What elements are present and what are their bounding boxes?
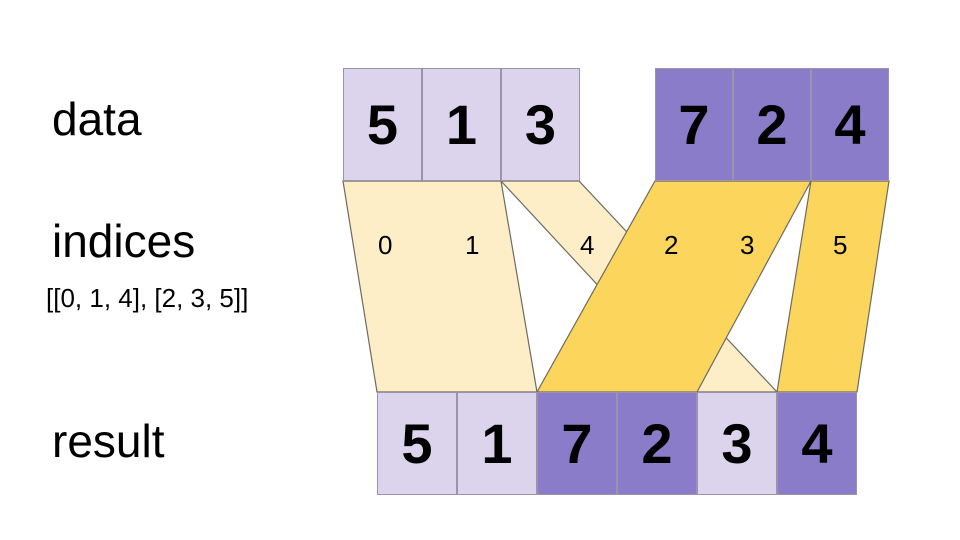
data-cell: 5 [343, 68, 422, 181]
result-cell: 1 [457, 392, 537, 495]
index-label-1: 1 [465, 230, 480, 260]
result-cell: 4 [777, 392, 857, 495]
result-cell: 5 [377, 392, 457, 495]
data-cell: 2 [733, 68, 811, 181]
data-cell: 4 [811, 68, 889, 181]
result-cell: 3 [697, 392, 777, 495]
ribbon-index-2-3 [535, 180, 813, 393]
ribbon-index-5 [776, 180, 890, 393]
ribbon-index-4 [499, 180, 779, 393]
result-cell: 2 [617, 392, 697, 495]
data-cell: 1 [422, 68, 501, 181]
index-label-2: 2 [664, 230, 679, 260]
index-label-5: 5 [833, 230, 848, 260]
index-label-0: 0 [378, 230, 393, 260]
index-label-3: 3 [740, 230, 755, 260]
result-cell: 7 [537, 392, 617, 495]
row-label-data: data [52, 93, 142, 145]
row-label-result: result [52, 415, 165, 467]
ribbon-index-0-1 [342, 180, 538, 393]
data-cell: 3 [501, 68, 580, 181]
row-label-indices-values: [[0, 1, 4], [2, 3, 5]] [46, 283, 249, 313]
row-label-indices: indices [52, 215, 196, 267]
data-cell: 7 [655, 68, 733, 181]
index-label-4: 4 [580, 230, 595, 260]
